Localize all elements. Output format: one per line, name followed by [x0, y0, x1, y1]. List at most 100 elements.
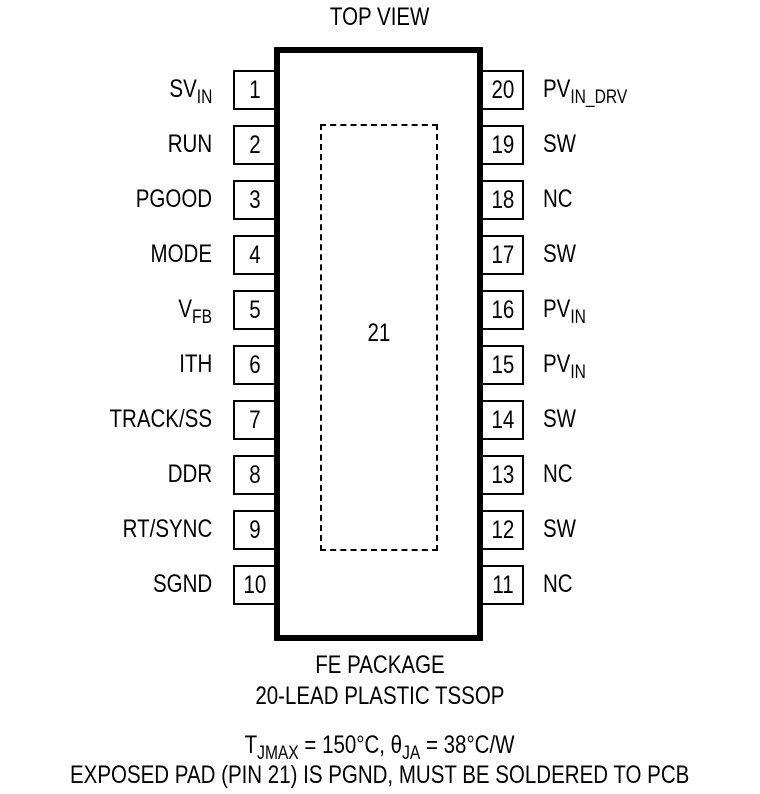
pin-number: 9 [248, 516, 261, 544]
pin-number: 2 [248, 131, 261, 159]
pin-number: 17 [491, 241, 514, 269]
pin-6-label: ITH [172, 345, 212, 383]
pin-19-label: SW [543, 125, 583, 163]
pin-number: 16 [491, 296, 514, 324]
pin-4-label: MODE [137, 235, 213, 273]
pin-number: 12 [491, 516, 514, 544]
exposed-pad-outline [320, 124, 438, 551]
package-description-text: 20-LEAD PLASTIC TSSOP [255, 682, 505, 710]
pin-9-box: 9 [233, 510, 274, 550]
pin-5-box: 5 [233, 290, 274, 330]
pin-name-subscript: IN [196, 87, 212, 108]
pin-name: SV [169, 75, 197, 103]
pin-19-box: 19 [483, 125, 524, 165]
pin-name: MODE [150, 240, 213, 268]
pin-number: 19 [491, 131, 514, 159]
pin-17-label: SW [543, 235, 583, 273]
pin-name: NC [543, 460, 573, 488]
pin-name: DDR [167, 460, 212, 488]
pin-5-label: VFB [171, 290, 212, 328]
pin-17-box: 17 [483, 235, 524, 275]
pin-name: RT/SYNC [122, 515, 212, 543]
pin-8-box: 8 [233, 455, 274, 495]
pin-name-subscript: IN_DRV [570, 87, 628, 108]
pin-number: 11 [491, 571, 514, 599]
pin-number: 5 [248, 296, 261, 324]
pin-10-label: SGND [140, 565, 212, 603]
pin-name: RUN [167, 130, 212, 158]
pin-number: 3 [248, 186, 261, 214]
pin-name: PV [543, 75, 571, 103]
package-name: FE PACKAGE [0, 650, 760, 680]
pin-11-box: 11 [483, 565, 524, 605]
package-description: 20-LEAD PLASTIC TSSOP [0, 681, 760, 711]
pin-name: V [178, 295, 193, 323]
pin-11-label: NC [543, 565, 579, 603]
pin-2-box: 2 [233, 125, 274, 165]
pin-name-subscript: FB [192, 307, 212, 328]
pin-number: 7 [248, 406, 261, 434]
exposed-pad-note-text: EXPOSED PAD (PIN 21) IS PGND, MUST BE SO… [70, 761, 690, 789]
pin-3-box: 3 [233, 180, 274, 220]
pin-number: 1 [248, 76, 261, 104]
pin-6-box: 6 [233, 345, 274, 385]
pin-number: 20 [491, 76, 514, 104]
pin-name: TRACK/SS [109, 405, 212, 433]
theta-subscript: JA [402, 743, 421, 764]
pin-4-box: 4 [233, 235, 274, 275]
pin-number: 14 [491, 406, 514, 434]
pin-14-box: 14 [483, 400, 524, 440]
pin-name: PV [543, 295, 571, 323]
pin-number: 18 [491, 186, 514, 214]
pin-name-subscript: IN [570, 362, 586, 383]
pin-7-box: 7 [233, 400, 274, 440]
exposed-pad-note: EXPOSED PAD (PIN 21) IS PGND, MUST BE SO… [0, 760, 760, 790]
diagram-title-text: TOP VIEW [330, 3, 430, 31]
pin-number: 13 [491, 461, 514, 489]
pin-13-box: 13 [483, 455, 524, 495]
pin-16-label: PVIN [543, 290, 595, 328]
pin-name: SW [543, 130, 577, 158]
exposed-pad-label: 21 [320, 318, 438, 348]
pin-name-subscript: IN [570, 307, 586, 328]
pin-name: PGOOD [135, 185, 212, 213]
pin-name: NC [543, 185, 573, 213]
exposed-pad-number: 21 [367, 319, 391, 347]
tj-subscript: JMAX [257, 743, 300, 764]
pin-18-box: 18 [483, 180, 524, 220]
pin-name: NC [543, 570, 573, 598]
tj-value: = 150°C, [299, 731, 392, 759]
diagram-title: TOP VIEW [0, 2, 760, 32]
pin-18-label: NC [543, 180, 579, 218]
pin-8-label: DDR [158, 455, 212, 493]
pin-number: 15 [491, 351, 514, 379]
theta-value: = 38°C/W [420, 731, 515, 759]
tj-symbol: T [245, 731, 258, 759]
pin-1-label: SVIN [160, 70, 212, 108]
pin-name: SW [543, 240, 577, 268]
thermal-specs: TJMAX = 150°C, θJA = 38°C/W [0, 730, 760, 763]
pin-7-label: TRACK/SS [87, 400, 212, 438]
pin-number: 4 [248, 241, 261, 269]
pin-12-box: 12 [483, 510, 524, 550]
package-body [274, 47, 483, 641]
pin-name: PV [543, 350, 571, 378]
pin-20-box: 20 [483, 70, 524, 110]
pin-14-label: SW [543, 400, 583, 438]
pin-20-label: PVIN_DRV [543, 70, 646, 108]
pin-number: 6 [248, 351, 261, 379]
pin-name: SW [543, 515, 577, 543]
pin-2-label: RUN [158, 125, 212, 163]
pin-name: ITH [178, 350, 212, 378]
pin-9-label: RT/SYNC [103, 510, 212, 548]
pin-3-label: PGOOD [119, 180, 212, 218]
pin-15-box: 15 [483, 345, 524, 385]
pin-number: 10 [243, 571, 266, 599]
pin-13-label: NC [543, 455, 579, 493]
pin-name: SGND [152, 570, 212, 598]
pin-12-label: SW [543, 510, 583, 548]
theta-symbol: θ [391, 731, 403, 759]
pin-name: SW [543, 405, 577, 433]
pin-10-box: 10 [233, 565, 274, 605]
pin-1-box: 1 [233, 70, 274, 110]
